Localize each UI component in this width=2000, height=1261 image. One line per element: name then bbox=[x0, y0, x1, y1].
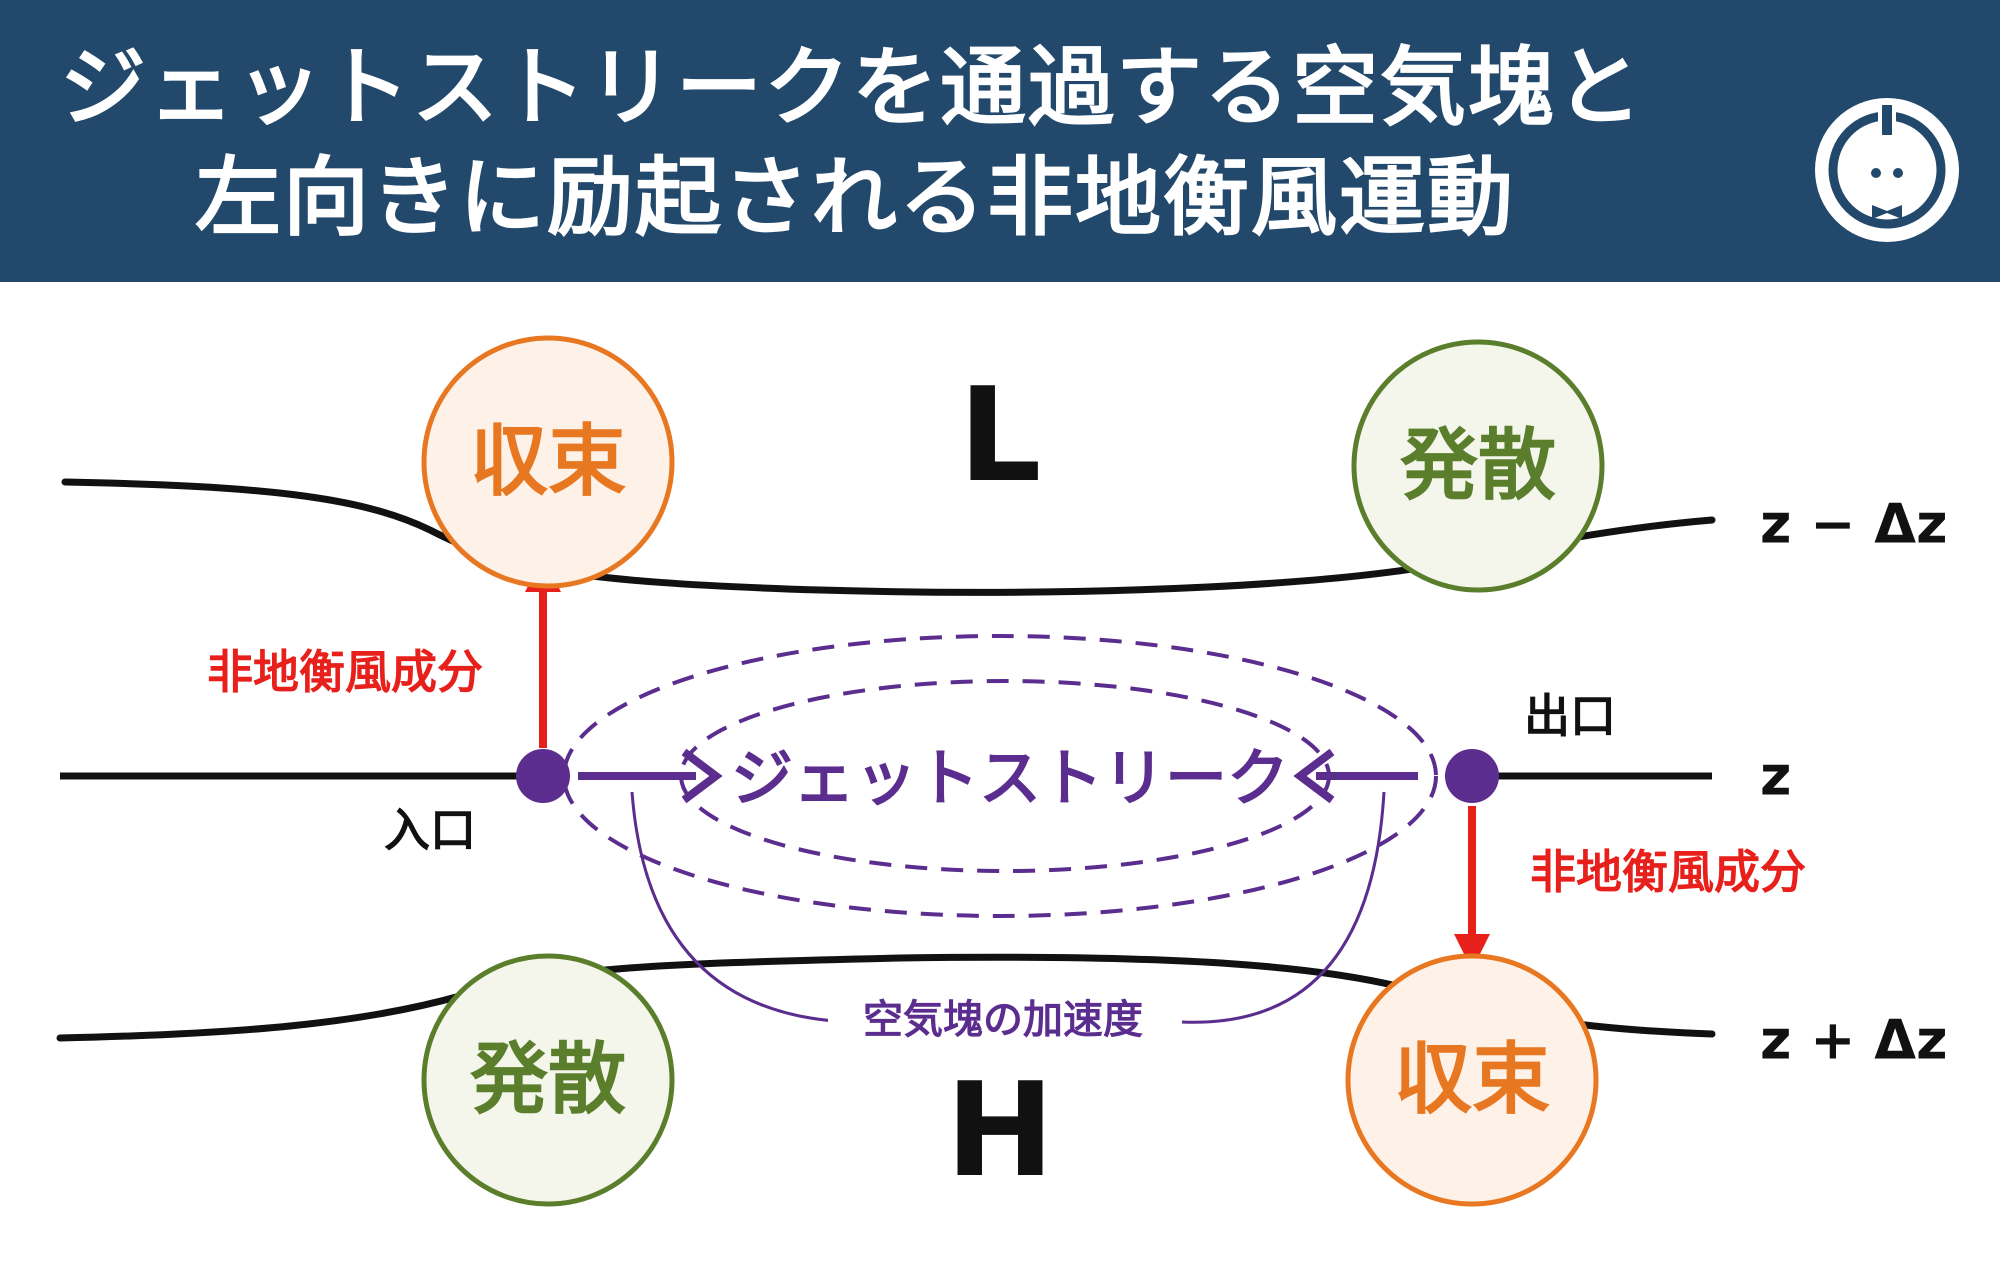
acceleration-label-bg bbox=[828, 990, 1178, 1052]
convergence-circle-lower-right bbox=[1345, 953, 1599, 1207]
jet-streak-diagram: 収束 発散 発散 収束 L H z − Δz z z + Δz 入口 出口 ジェ… bbox=[56, 335, 1948, 1207]
acceleration-arc-right bbox=[1181, 791, 1386, 1024]
entrance-point bbox=[516, 749, 570, 803]
title-line-2: 左向きに励起される非地衡風運動 bbox=[195, 148, 1515, 248]
title-banner: ジェットストリークを通過する空気塊と 左向きに励起される非地衡風運動 bbox=[0, 0, 2000, 282]
ageostrophic-label-right: 非地衡風成分 bbox=[1530, 845, 1806, 899]
jet-outer-ellipse bbox=[562, 634, 1438, 918]
acceleration-arc bbox=[630, 791, 881, 1024]
title-line-1: ジェットストリークを通過する空気塊と bbox=[60, 38, 1644, 138]
divergence-circle-lower-left bbox=[421, 953, 675, 1207]
convergence-label-lower-right: 収束 bbox=[1394, 1035, 1550, 1125]
level-label-lower: z + Δz bbox=[1760, 1009, 1948, 1072]
divergence-label-upper-right: 発散 bbox=[1399, 421, 1556, 511]
ageostrophic-arrow-down-head bbox=[1454, 934, 1490, 970]
level-label-middle: z bbox=[1760, 745, 1791, 808]
bow-tie-mascot-logo-icon bbox=[1815, 98, 1959, 242]
convergence-circle-upper-left bbox=[421, 335, 675, 589]
high-pressure-label: H bbox=[946, 1054, 1055, 1206]
entrance-label: 入口 bbox=[384, 803, 476, 857]
level-label-upper: z − Δz bbox=[1760, 493, 1948, 556]
exit-label: 出口 bbox=[1524, 689, 1616, 743]
jet-streak-label: ジェットストリーク bbox=[731, 742, 1289, 815]
low-pressure-label: L bbox=[959, 359, 1042, 511]
entrance-jet-arrow-head bbox=[681, 748, 723, 804]
divergence-circle-upper-right bbox=[1351, 339, 1605, 593]
divergence-label-lower-left: 発散 bbox=[469, 1035, 626, 1125]
acceleration-label: 空気塊の加速度 bbox=[863, 997, 1143, 1043]
exit-point bbox=[1445, 749, 1499, 803]
exit-jet-arrow-head bbox=[1293, 748, 1335, 804]
convergence-label-upper-left: 収束 bbox=[470, 417, 626, 507]
ageostrophic-label-left: 非地衡風成分 bbox=[207, 645, 483, 699]
